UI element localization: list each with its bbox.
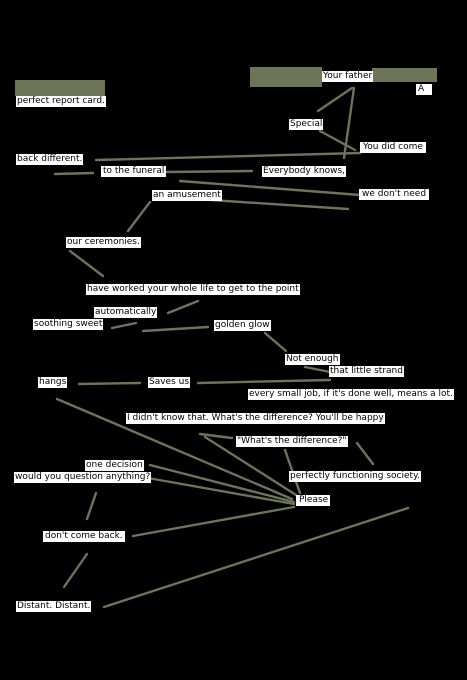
connector-line <box>131 505 296 538</box>
phrase-to-the-funeral: to the funeral <box>101 166 167 177</box>
phrase-we-dont-need: we don't need <box>359 189 430 200</box>
phrase-not-enough: Not enough <box>285 354 340 365</box>
phrase-golden-glow: golden glow <box>214 320 271 331</box>
trailing-dots: . . . . . . . . <box>376 71 419 81</box>
phrase-every-small-job: every small job, if it's done well, mean… <box>248 389 454 400</box>
connector-line <box>209 198 350 211</box>
olive-highlight-block <box>15 80 105 96</box>
connector-line <box>102 506 410 609</box>
olive-highlight-block <box>372 68 437 82</box>
connector-line <box>68 249 105 278</box>
phrase-special: Special <box>289 119 324 130</box>
connector-line <box>110 321 138 330</box>
connector-line <box>198 432 234 440</box>
phrase-hangs: hangs <box>38 377 68 388</box>
connector-line <box>342 86 356 160</box>
connector-line <box>316 86 354 113</box>
connector-line <box>318 129 357 152</box>
connector-line <box>55 397 294 501</box>
phrase-perfect-report-card: perfect report card. <box>16 96 106 107</box>
connector-line <box>85 491 98 521</box>
connector-line <box>355 441 375 466</box>
olive-highlight-block <box>250 67 322 87</box>
phrase-whats-the-difference: "What's the difference?" <box>236 436 348 447</box>
phrase-one-decision: one decision <box>85 460 144 471</box>
phrase-you-did-come: You did come <box>360 142 426 153</box>
connector-line <box>62 552 89 589</box>
connector-line <box>196 378 332 385</box>
phrase-automatically: automatically <box>94 307 158 318</box>
phrase-i-didnt-know: I didn't know that. What's the differenc… <box>126 413 385 424</box>
phrase-everybody-knows: Everybody knows, <box>262 166 347 177</box>
phrase-please: Please <box>296 495 331 506</box>
connector-line <box>263 331 288 353</box>
phrase-dont-come-back: don't come back. <box>43 531 125 542</box>
connector-line <box>203 435 298 497</box>
phrase-perfectly-functioning: perfectly functioning society. <box>289 471 421 482</box>
phrase-that-little-strand: that little strand <box>329 366 404 377</box>
phrase-our-ceremonies: our ceremonies. <box>66 237 141 248</box>
connector-line <box>166 299 200 315</box>
connector-line <box>94 151 362 162</box>
phrase-back-different: back different. <box>16 154 84 165</box>
phrase-your-father: Your father <box>322 71 374 82</box>
connector-line <box>77 381 142 386</box>
phrase-an-amusement: an amusement <box>152 190 222 201</box>
connector-line <box>126 200 152 233</box>
connector-line <box>148 463 296 504</box>
phrase-distant: Distant. Distant. <box>16 601 92 612</box>
connector-line <box>141 325 210 333</box>
connector-line <box>178 179 362 197</box>
phrase-soothing-sweet: soothing sweet <box>33 319 104 330</box>
connector-line <box>53 171 95 176</box>
connector-line <box>146 476 296 506</box>
phrase-would-you-question: would you question anything? <box>14 472 152 483</box>
connector-line <box>165 169 254 174</box>
phrase-a: A <box>416 84 433 95</box>
phrase-saves-us: Saves us <box>148 377 191 388</box>
connector-line <box>303 365 332 374</box>
phrase-have-worked: have worked your whole life to get to th… <box>86 284 300 295</box>
